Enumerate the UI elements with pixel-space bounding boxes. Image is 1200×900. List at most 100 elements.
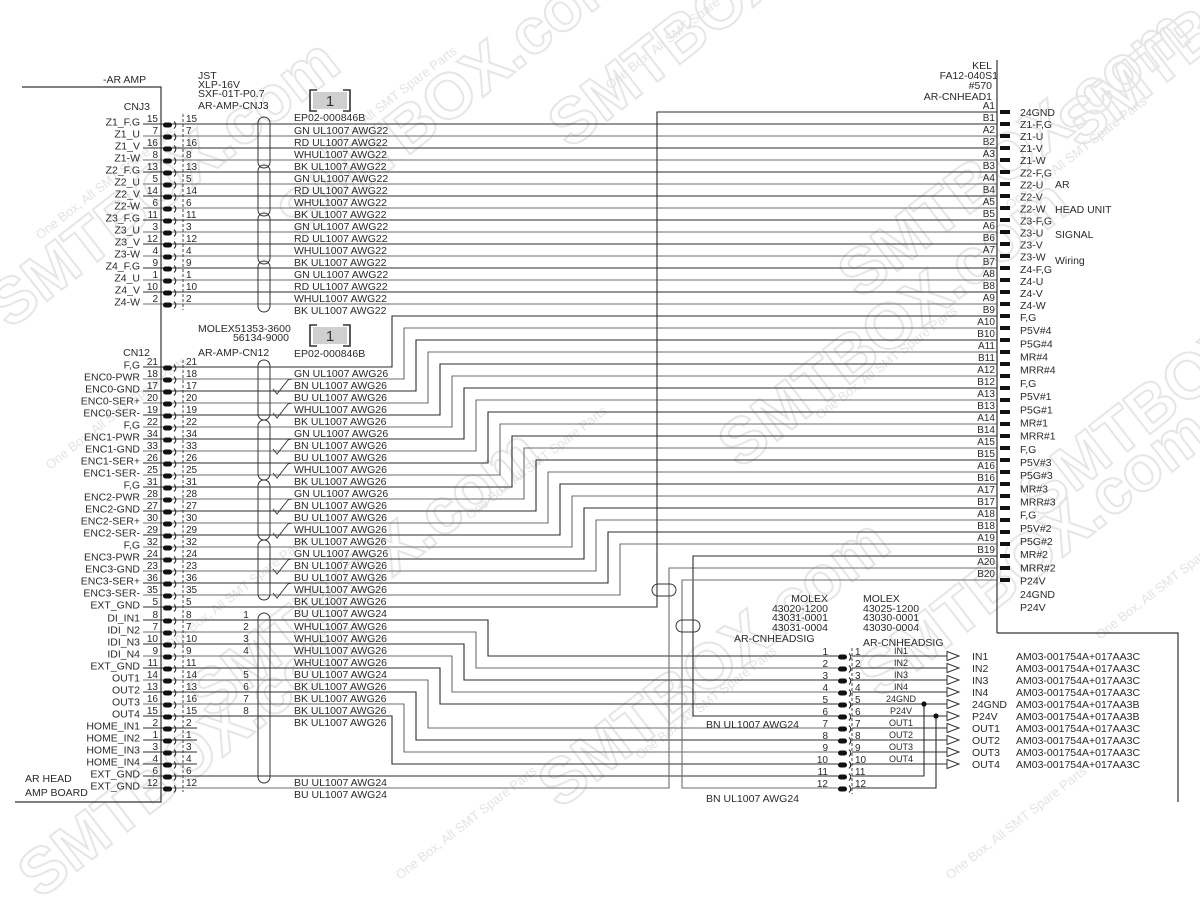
wire-type-label: WHUL1007 AWG22	[294, 197, 387, 209]
connector-pin: A17	[977, 485, 1010, 498]
wire-type-label: GN UL1007 AWG22	[294, 125, 388, 137]
pin-socket-icon	[173, 277, 177, 285]
wire-p24v-b19	[692, 555, 997, 717]
wire-type-label: GN UL1007 AWG26	[294, 548, 388, 560]
pin-socket-icon	[173, 436, 177, 444]
pin-socket-icon	[848, 749, 852, 757]
pin-number-right: 6	[186, 198, 192, 209]
pin-number-left: 11	[148, 658, 159, 669]
pin-contact-icon	[1000, 530, 1010, 534]
pin-name: B9	[983, 305, 996, 316]
output-signal-name: 24GND	[972, 699, 1007, 711]
signal-label: ENC0-GND	[85, 384, 140, 396]
pin-name: A18	[977, 509, 995, 520]
pin-socket-icon	[173, 181, 177, 189]
wire-type-label: WHUL1007 AWG26	[294, 633, 387, 645]
pin-contact-icon	[1000, 206, 1010, 210]
output-signal-name: OUT3	[972, 747, 1000, 759]
wire-cn12-21	[143, 315, 997, 368]
pin-signal-label: MR#3	[1020, 483, 1048, 495]
signal-label: HOME_IN2	[86, 733, 140, 745]
connector-name: CNJ3	[124, 101, 150, 113]
pin-number-left: 29	[147, 525, 159, 536]
pin-number-left: 31	[147, 477, 159, 488]
wire-type-label: GN UL1007 AWG26	[294, 428, 388, 440]
pin-contact-icon	[1000, 314, 1010, 318]
pin-number-right: 16	[186, 694, 198, 705]
connector-pin: B9	[983, 305, 1010, 318]
connector-pin: B16	[977, 473, 1010, 486]
pin-number-right: 9	[855, 743, 861, 754]
output-part-number: AM03-001754A+017AA3B	[1016, 711, 1139, 723]
signal-arrow-icon	[946, 698, 961, 710]
pin-contact-icon	[163, 774, 172, 780]
pin-contact-icon	[163, 122, 172, 128]
wire-type-label: BU UL1007 AWG26	[294, 392, 387, 404]
watermark-brand-text: SMTBOX.com	[524, 504, 902, 821]
twisted-pair-icon	[272, 462, 293, 479]
pin-name: A20	[977, 557, 995, 568]
twisted-pair-icon	[272, 498, 293, 515]
head-unit-outline	[997, 632, 1179, 802]
pin-contact-icon	[1000, 566, 1010, 570]
pin-socket-icon	[173, 773, 177, 781]
connector-pin: B15	[977, 449, 1010, 462]
connector-pin: A1	[983, 101, 1010, 114]
pin-contact-icon	[1000, 374, 1010, 378]
pin-contact-icon	[1000, 266, 1010, 270]
pin-contact-icon	[163, 642, 172, 648]
pin-signal-label: Z1-W	[1020, 155, 1046, 167]
signal-label: ENC2-SER+	[81, 516, 140, 528]
connector-pin: B13	[977, 401, 1010, 414]
pin-socket-icon	[173, 241, 177, 249]
wire-cn12-19	[143, 363, 997, 416]
pin-contact-icon	[163, 690, 172, 696]
pin-number-left: 3	[822, 671, 828, 682]
cable-bundle-oval	[257, 539, 271, 601]
pin-number-left: 13	[147, 682, 159, 693]
pin-number-right: 9	[186, 646, 192, 657]
signal-label: EXT_GND	[90, 769, 140, 781]
pin-signal-label: IN4	[894, 682, 908, 692]
pin-number-left: 21	[147, 357, 159, 368]
pin-number-right: 12	[186, 234, 198, 245]
pin-contact-icon	[163, 750, 172, 756]
pin-contact-icon	[163, 738, 172, 744]
junction-dot-icon	[921, 701, 927, 707]
pin-signal-label: Z4-V	[1020, 288, 1043, 300]
output-signal-name: OUT4	[972, 759, 1000, 771]
connector-pin: B7	[983, 257, 1010, 270]
pin-contact-icon	[163, 714, 172, 720]
wire-type-label: BK UL1007 AWG22	[294, 161, 387, 173]
wire-cn12-23	[143, 519, 997, 572]
pin-socket-icon	[173, 364, 177, 372]
wire-type-label: WHUL1007 AWG26	[294, 404, 387, 416]
pin-name: A5	[983, 197, 996, 208]
pin-contact-icon	[163, 497, 172, 503]
wire-cn12-25	[143, 423, 997, 476]
pin-number-left: 26	[147, 453, 159, 464]
pin-contact-icon	[1000, 146, 1010, 150]
signal-arrow-icon	[946, 674, 961, 686]
signal-label: OUT3	[112, 697, 140, 709]
signal-label: Z2_U	[114, 177, 140, 189]
signal-label: F,G	[124, 420, 140, 432]
pin-contact-icon	[163, 389, 172, 395]
pin-socket-icon	[848, 725, 852, 733]
pin-contact-icon	[163, 786, 172, 792]
pin-contact-icon	[1000, 446, 1010, 450]
